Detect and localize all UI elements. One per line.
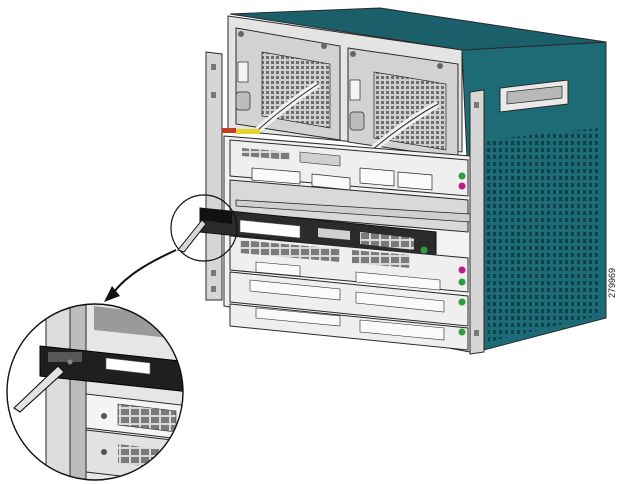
- left-rack-rail: [205, 51, 223, 301]
- line-card: [199, 199, 471, 257]
- right-rack-rail: [469, 89, 485, 355]
- warning-label-red: [222, 128, 236, 133]
- chassis-top-panel: [229, 7, 607, 51]
- magnifier-circle-icon: [6, 303, 184, 481]
- curved-arrow-icon: [104, 249, 177, 302]
- figure-id-label: 279969: [607, 267, 617, 298]
- power-supply-2: [347, 47, 459, 159]
- ejector-lever-icon: [177, 219, 207, 253]
- line-card-slot-4: [229, 271, 469, 327]
- line-card-ejector: [200, 208, 232, 224]
- line-card-slot-3: [229, 235, 469, 293]
- warning-label-yellow: [236, 129, 260, 134]
- chassis: [199, 7, 607, 355]
- focus-circle: [170, 194, 238, 262]
- zoom-ejector-lever: [13, 365, 65, 413]
- empty-slot: [229, 179, 469, 233]
- line-card-slot-5: [229, 303, 469, 351]
- chassis-side-vents: [484, 128, 598, 342]
- supervisor-module: [229, 139, 469, 197]
- side-carry-handle: [499, 79, 569, 113]
- power-supply-1: [235, 27, 341, 141]
